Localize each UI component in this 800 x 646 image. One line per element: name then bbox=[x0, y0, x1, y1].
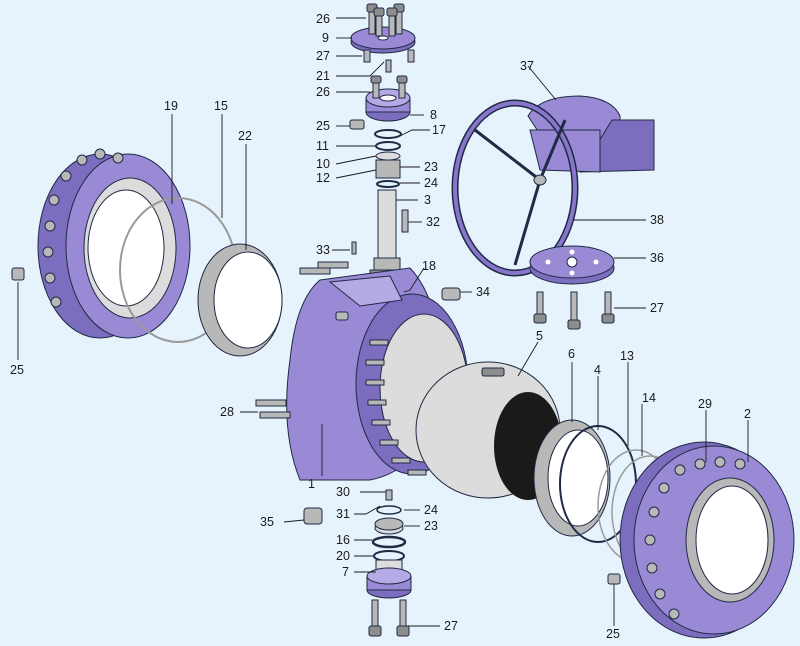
body-studs-28 bbox=[255, 261, 349, 419]
left-end-flange-19 bbox=[37, 153, 191, 339]
leader-lines bbox=[17, 17, 749, 627]
bonnet-8 bbox=[365, 75, 411, 122]
callout-34: 34 bbox=[476, 285, 490, 299]
callout-25-top: 25 bbox=[316, 119, 330, 133]
callout-9: 9 bbox=[322, 31, 329, 45]
key-32 bbox=[401, 209, 409, 233]
callout-2: 2 bbox=[744, 407, 751, 421]
bottom-parts bbox=[366, 489, 412, 599]
callout-21: 21 bbox=[316, 69, 330, 83]
callout-8: 8 bbox=[430, 108, 437, 122]
plug-35 bbox=[303, 507, 323, 525]
callout-16: 16 bbox=[336, 533, 350, 547]
callout-29: 29 bbox=[698, 397, 712, 411]
callout-25-right: 25 bbox=[606, 627, 620, 641]
callout-17: 17 bbox=[432, 123, 446, 137]
bolt-25-top bbox=[349, 119, 365, 130]
seat-6 bbox=[533, 419, 611, 537]
bolt-25-left bbox=[11, 267, 25, 281]
callout-30: 30 bbox=[336, 485, 350, 499]
callout-18: 18 bbox=[422, 259, 436, 273]
callout-4: 4 bbox=[594, 363, 601, 377]
bottom-bolts-27 bbox=[368, 599, 410, 637]
left-flange-studs bbox=[42, 148, 124, 308]
callout-10: 10 bbox=[316, 157, 330, 171]
fitting-34 bbox=[441, 287, 461, 301]
callout-26-top: 26 bbox=[316, 12, 330, 26]
seat-retainer-22 bbox=[197, 243, 283, 357]
callout-19: 19 bbox=[164, 99, 178, 113]
callout-15: 15 bbox=[214, 99, 228, 113]
stem-seals bbox=[374, 129, 402, 188]
callout-5: 5 bbox=[536, 329, 543, 343]
pin-33 bbox=[351, 241, 357, 255]
right-end-flange-2 bbox=[619, 441, 795, 639]
top-cover-plate-9 bbox=[350, 26, 416, 54]
callout-33: 33 bbox=[316, 243, 330, 257]
callout-27-right: 27 bbox=[650, 301, 664, 315]
callout-1: 1 bbox=[308, 477, 315, 491]
stem-3 bbox=[369, 189, 405, 283]
callout-27-bottom: 27 bbox=[444, 619, 458, 633]
callout-3: 3 bbox=[424, 193, 431, 207]
callout-32: 32 bbox=[426, 215, 440, 229]
callout-14: 14 bbox=[642, 391, 656, 405]
callout-38: 38 bbox=[650, 213, 664, 227]
callout-24-bottom: 24 bbox=[424, 503, 438, 517]
callout-23-bottom: 23 bbox=[424, 519, 438, 533]
callout-37: 37 bbox=[520, 59, 534, 73]
small-screws-27-top bbox=[363, 49, 415, 73]
top-bolts-26 bbox=[366, 3, 405, 37]
right-flange-studs-29 bbox=[644, 456, 746, 620]
callout-7: 7 bbox=[342, 565, 349, 579]
callout-23-top: 23 bbox=[424, 160, 438, 174]
callout-20: 20 bbox=[336, 549, 350, 563]
adapter-flange-36 bbox=[529, 245, 615, 285]
handwheel-38 bbox=[451, 99, 579, 277]
callout-11: 11 bbox=[316, 139, 329, 153]
callout-24-top: 24 bbox=[424, 176, 438, 190]
callout-6: 6 bbox=[568, 347, 575, 361]
callout-12: 12 bbox=[316, 171, 330, 185]
callout-22: 22 bbox=[238, 129, 252, 143]
callout-26-mid: 26 bbox=[316, 85, 330, 99]
adapter-bolts-27 bbox=[533, 291, 615, 330]
callout-13: 13 bbox=[620, 349, 634, 363]
callout-labels: 26 9 27 21 26 8 25 17 11 10 23 12 24 3 3… bbox=[10, 12, 751, 641]
callout-31: 31 bbox=[336, 507, 350, 521]
callout-25-left: 25 bbox=[10, 363, 24, 377]
body-right-studs bbox=[365, 339, 427, 476]
callout-36: 36 bbox=[650, 251, 664, 265]
callout-27-top: 27 bbox=[316, 49, 330, 63]
callout-35: 35 bbox=[260, 515, 274, 529]
bolt-25-right bbox=[607, 573, 621, 585]
callout-28: 28 bbox=[220, 405, 234, 419]
